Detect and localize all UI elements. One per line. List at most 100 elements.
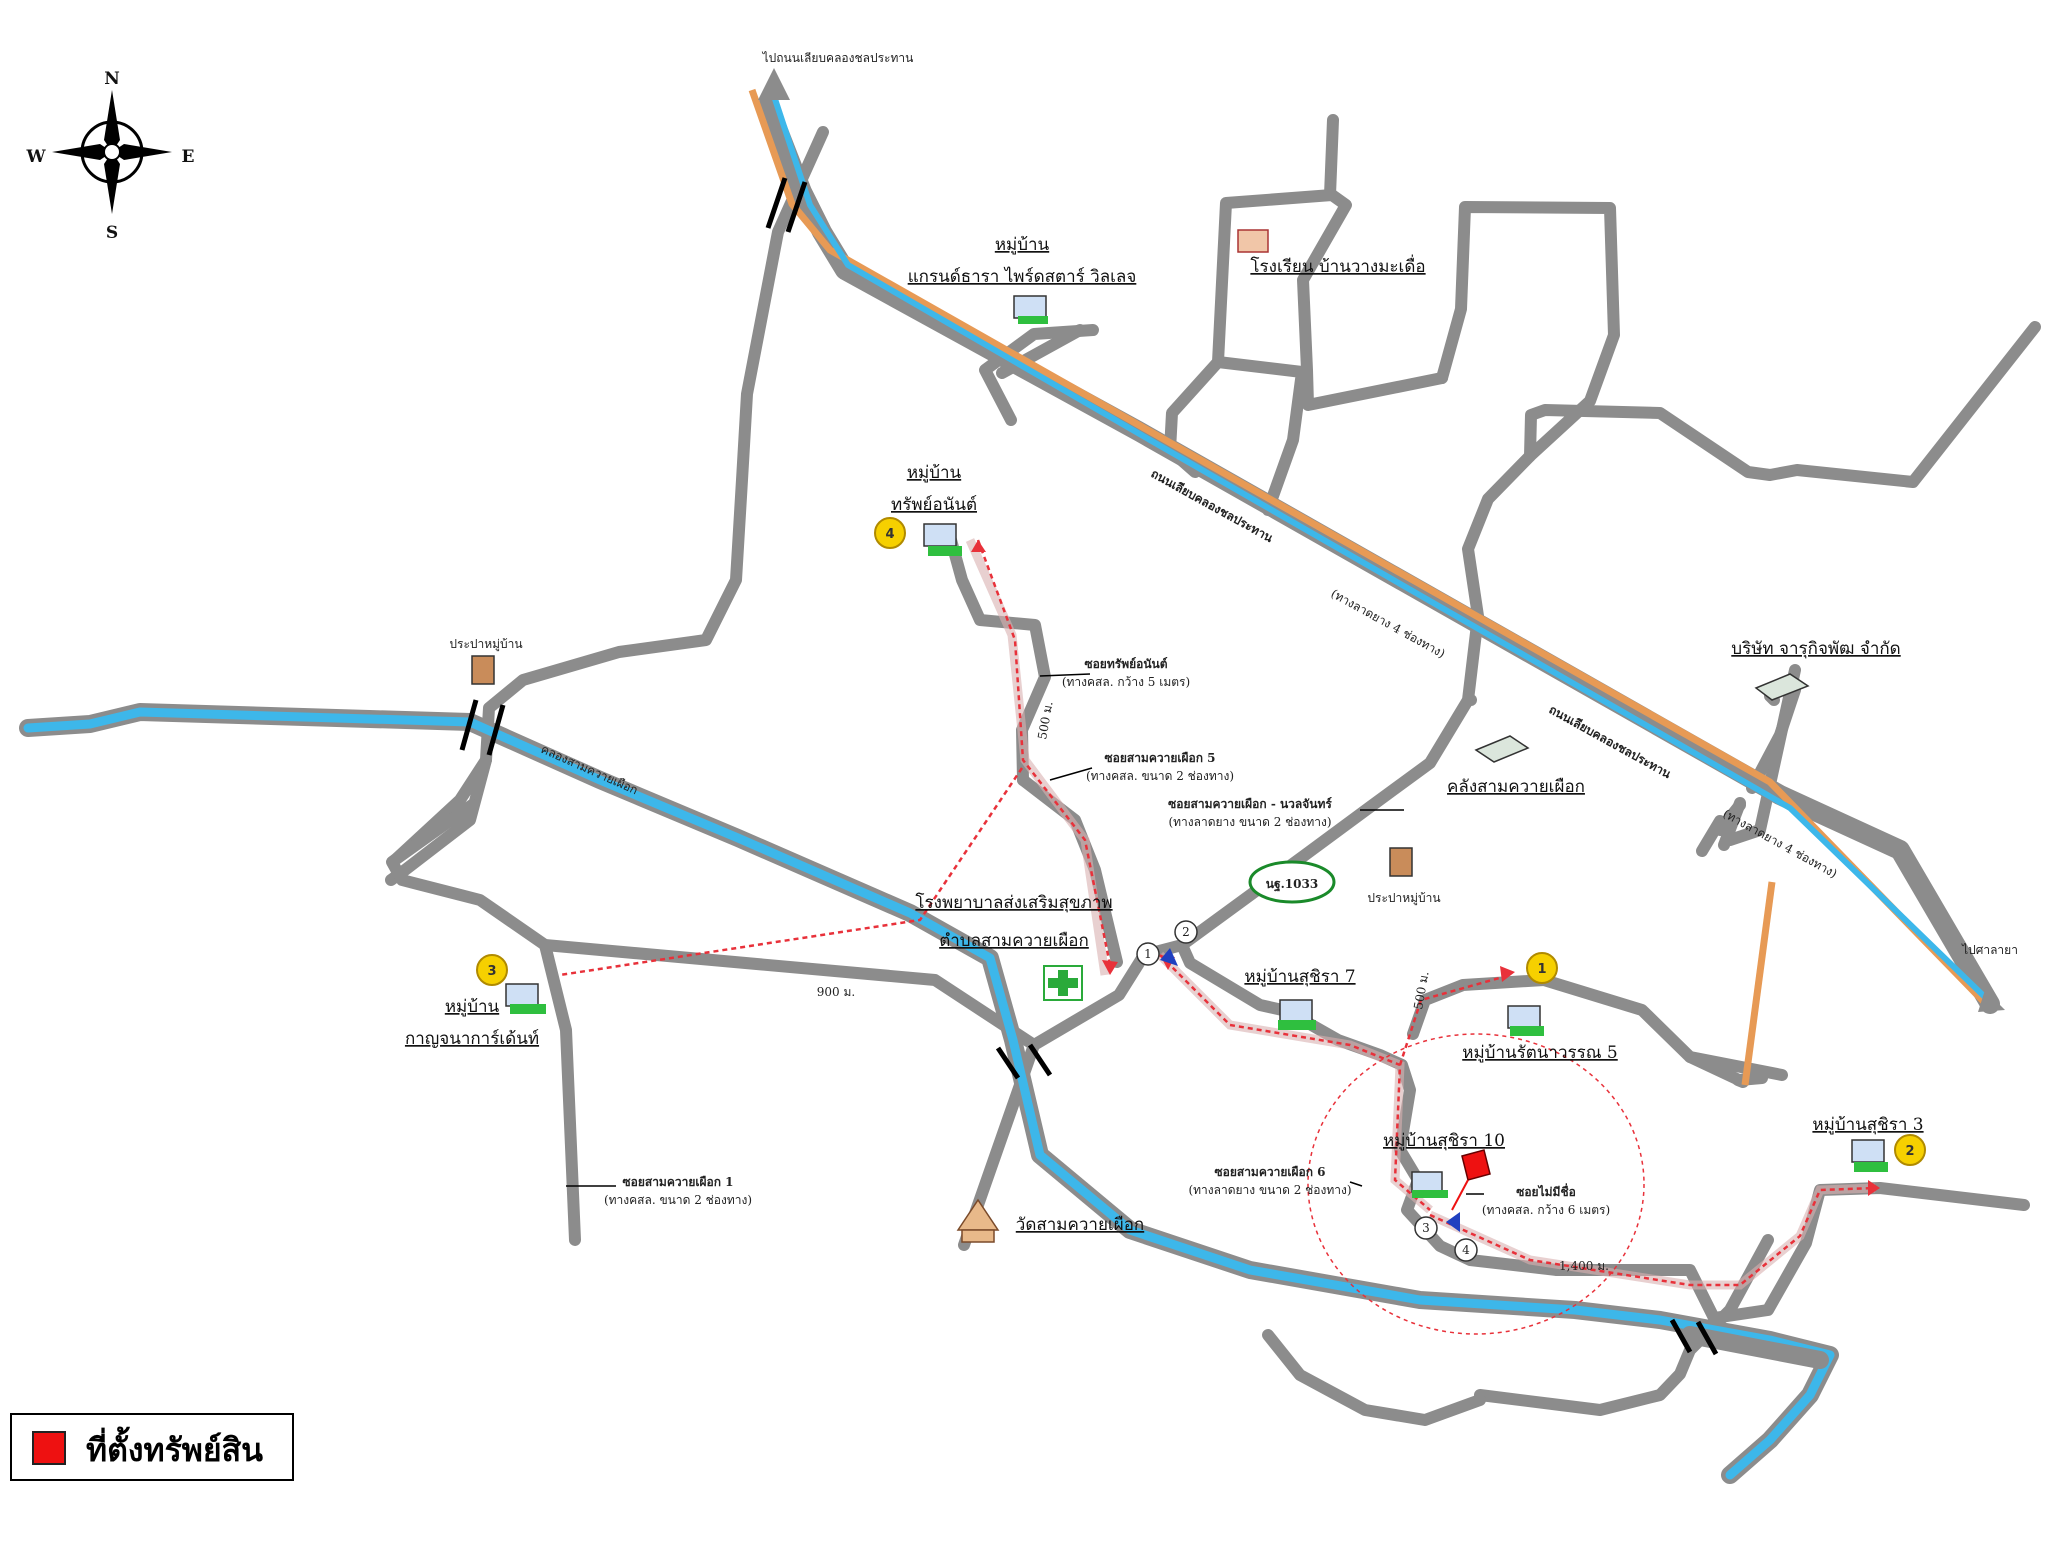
water-tank-west-label: ประปาหมู่บ้าน	[449, 637, 522, 652]
grass-icon	[1018, 316, 1048, 324]
warehouse-label: คลังสามควายเผือก	[1447, 777, 1585, 797]
camera-direction-icon	[1446, 1212, 1460, 1232]
pin-1-icon	[1526, 952, 1558, 984]
route-1033-badge: นฐ.1033	[1248, 860, 1336, 904]
viewpoint-b-label: 2	[1182, 925, 1190, 939]
pin-3-label: 3	[487, 964, 496, 979]
compass-east-label: E	[182, 147, 195, 167]
compass-north-label: N	[104, 69, 120, 89]
grass-icon	[928, 546, 962, 556]
water-tank-icon	[471, 655, 495, 685]
temple-label: วัดสามควายเผือก	[1016, 1215, 1144, 1235]
bridge-southeast-icon	[1669, 1318, 1719, 1356]
suchira-7-label: หมู่บ้านสุชิรา 7	[1244, 967, 1355, 987]
pin-4-label: 4	[885, 527, 894, 542]
company-label: บริษัท จารุกิจพัฒ จำกัด	[1731, 639, 1900, 659]
viewpoint-b-icon	[1174, 920, 1198, 944]
village-3-label-2: กาญจนาการ์เด้นท์	[405, 1029, 539, 1049]
alley-6-label-2: (ทางลาดยาง ขนาด 2 ช่องทาง)	[1188, 1183, 1351, 1197]
pin-2-icon	[1894, 1134, 1926, 1166]
alley-5-label-1: ซอยสามควายเผือก 5	[1104, 751, 1215, 765]
legend-label: ที่ตั้งทรัพย์สิน	[86, 1431, 264, 1469]
village-grand-label-1: หมู่บ้าน	[995, 235, 1050, 255]
viewpoint-d-icon	[1454, 1238, 1478, 1262]
house-icon	[505, 983, 539, 1007]
compass-rose-icon: N S E W	[25, 69, 194, 243]
access-routes	[559, 538, 1880, 1290]
bridge-icons	[459, 177, 1719, 1356]
alley-labels: ซอยทรัพย์อนันต์ (ทางคสล. กว้าง 5 เมตร) ซ…	[566, 657, 1610, 1217]
alley-private-label-2: (ทางคสล. กว้าง 6 เมตร)	[1482, 1203, 1610, 1217]
alley-private-label-1: ซอยไม่มีชื่อ	[1516, 1183, 1576, 1199]
place-water-tank-west: ประปาหมู่บ้าน	[449, 637, 523, 685]
place-company: บริษัท จารุกิจพัฒ จำกัด	[1731, 639, 1901, 701]
camera-direction-icon	[1160, 948, 1178, 966]
bridge-north-icon	[765, 177, 808, 233]
hospital-label-2: ตำบลสามควายเผือก	[939, 931, 1089, 951]
house-icon	[923, 523, 957, 547]
village-1-label: หมู่บ้านรัตนาวรรณ 5	[1462, 1043, 1618, 1063]
village-3-label-1: หมู่บ้าน	[445, 997, 500, 1017]
direction-north-label: ไปถนนเลียบคลองชลประทาน	[762, 51, 914, 65]
water-tank-icon	[1389, 847, 1413, 877]
viewpoint-c-icon	[1414, 1216, 1438, 1240]
river-canal	[19, 703, 1839, 1484]
grass-icon	[1412, 1190, 1448, 1198]
alley-1-label-1: ซอยสามควายเผือก 1	[622, 1175, 733, 1189]
property-flag-icon	[1461, 1149, 1491, 1181]
place-suchira-7: หมู่บ้านสุชิรา 7	[1244, 967, 1356, 1030]
bridge-west-icon	[459, 699, 506, 756]
alley-community-label-1: ซอยสามควายเผือก - นวลจันทร์	[1168, 797, 1332, 811]
water-tank-east-label: ประปาหมู่บ้าน	[1367, 891, 1440, 906]
pin-2-label: 2	[1905, 1144, 1914, 1159]
direction-east-label: ไปศาลายา	[1961, 943, 2018, 957]
place-warehouse: คลังสามควายเผือก	[1447, 735, 1585, 797]
place-school: โรงเรียน บ้านวางมะเดื่อ	[1237, 229, 1426, 277]
suchira-10-label: หมู่บ้านสุชิรา 10	[1383, 1131, 1505, 1151]
grass-icon	[1854, 1162, 1888, 1172]
place-village-1: หมู่บ้านรัตนาวรรณ 5	[1462, 1005, 1618, 1063]
school-label: โรงเรียน บ้านวางมะเดื่อ	[1250, 254, 1425, 277]
viewpoint-d-label: 4	[1462, 1243, 1470, 1257]
compass-south-label: S	[106, 223, 118, 243]
distance-1400-label: 1,400 ม.	[1559, 1259, 1609, 1273]
place-water-tank-east: ประปาหมู่บ้าน	[1367, 847, 1441, 906]
distance-500b-label: 500 ม.	[1411, 970, 1431, 1010]
hospital-label-1: โรงพยาบาลส่งเสริมสุขภาพ	[915, 892, 1112, 913]
house-icon	[1411, 1171, 1443, 1193]
radius-circle	[1307, 1033, 1645, 1335]
viewpoint-a-label: 1	[1144, 947, 1152, 961]
place-village-4: หมู่บ้าน ทรัพย์อนันต์	[891, 463, 977, 556]
distance-900-label: 900 ม.	[817, 985, 855, 999]
pin-4-icon	[874, 517, 906, 549]
pin-3-icon	[476, 954, 508, 986]
place-village-3: หมู่บ้าน กาญจนาการ์เด้นท์	[405, 983, 546, 1049]
place-hospital: โรงพยาบาลส่งเสริมสุขภาพ ตำบลสามควายเผือก	[915, 892, 1113, 1001]
place-village-2: หมู่บ้านสุชิรา 3	[1812, 1115, 1924, 1172]
numbered-pins: 1 2 3 4	[476, 517, 1926, 1166]
grass-icon	[1510, 1026, 1544, 1036]
village-4-label-1: หมู่บ้าน	[907, 463, 962, 483]
subject-property-marker	[1451, 1149, 1491, 1211]
north-arrow-icon	[758, 68, 790, 100]
legend-box: ที่ตั้งทรัพย์สิน	[10, 1413, 294, 1481]
school-icon	[1237, 229, 1269, 253]
pin-1-label: 1	[1537, 962, 1546, 977]
place-temple: วัดสามควายเผือก	[956, 1198, 1144, 1243]
viewpoint-a-icon	[1136, 942, 1160, 966]
east-arrow-icon	[1978, 990, 2005, 1012]
grass-icon	[1278, 1020, 1316, 1030]
alley-1-label-2: (ทางคสล. ขนาด 2 ช่องทาง)	[604, 1193, 752, 1207]
village-2-label: หมู่บ้านสุชิรา 3	[1812, 1115, 1923, 1135]
compass-west-label: W	[25, 147, 46, 167]
alley-6-label-1: ซอยสามควายเผือก 6	[1214, 1165, 1325, 1179]
temple-icon	[956, 1198, 1000, 1231]
alley-sap-label-1: ซอยทรัพย์อนันต์	[1084, 657, 1167, 671]
bridge-center-icon	[995, 1043, 1053, 1080]
photo-viewpoints: 1 2 3 4	[1136, 920, 1478, 1262]
local-roads	[385, 114, 2041, 1426]
viewpoint-c-label: 3	[1422, 1221, 1430, 1235]
warehouse-icon	[1474, 735, 1530, 763]
house-icon	[1279, 999, 1313, 1023]
